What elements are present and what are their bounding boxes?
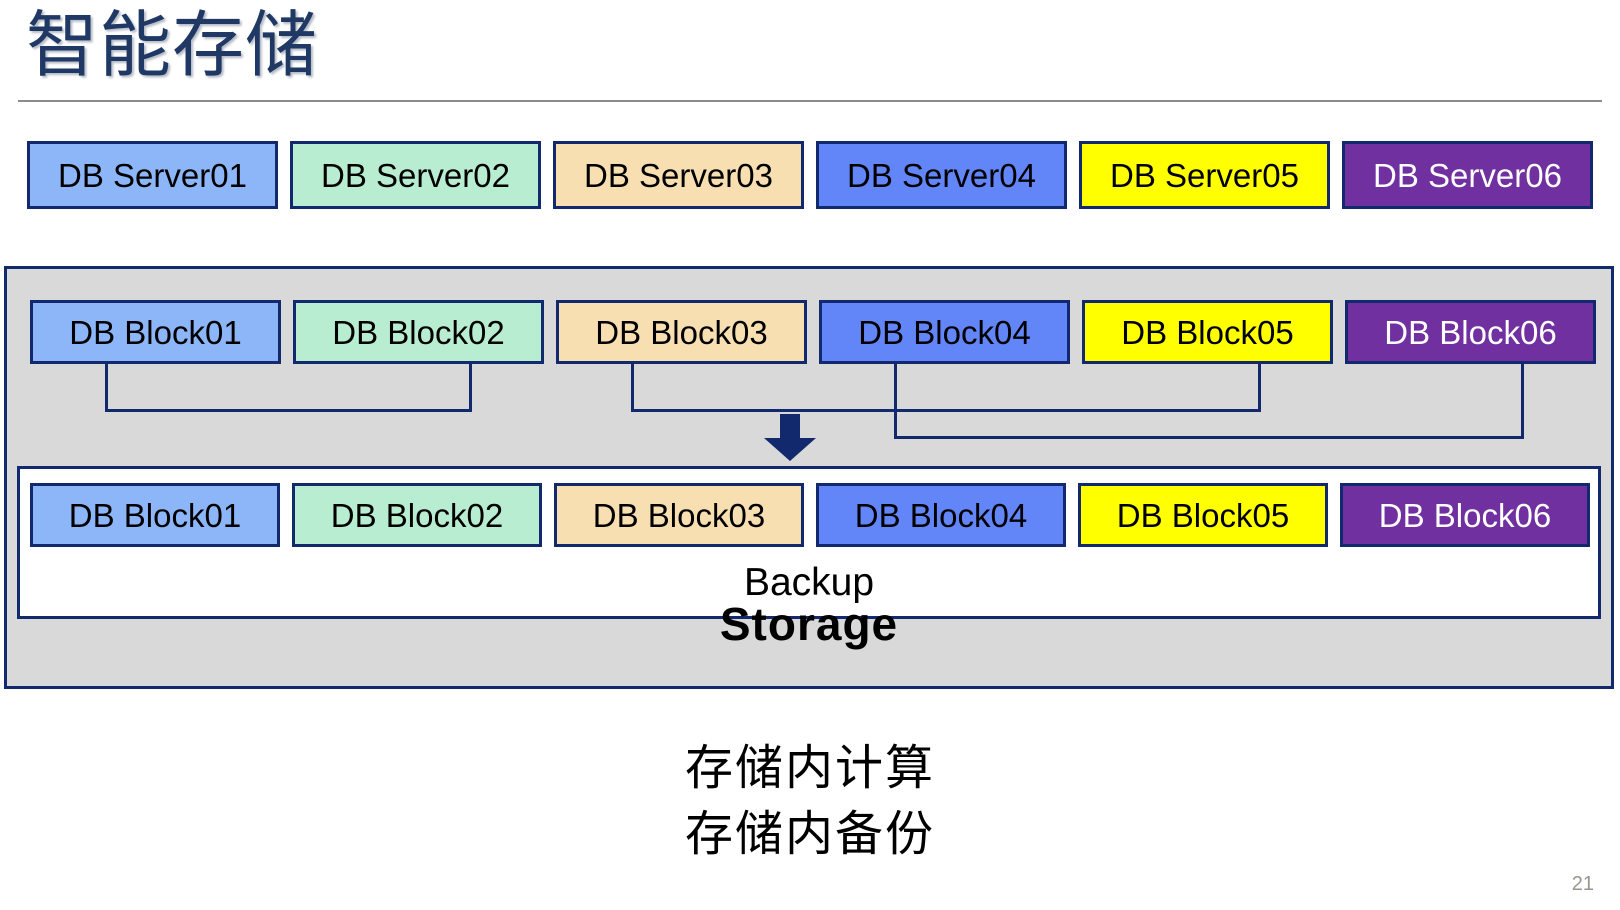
db-block-live-6[interactable]: DB Block06 — [1345, 300, 1596, 364]
connector-block03-block05-stem-left — [631, 364, 634, 409]
db-server-box-4[interactable]: DB Server04 — [816, 141, 1067, 209]
db-server-box-label: DB Server06 — [1373, 156, 1562, 194]
page-title: 智能存储 — [26, 6, 319, 86]
db-block-backup-4[interactable]: DB Block04 — [816, 483, 1066, 547]
db-block-live-label: DB Block04 — [858, 313, 1031, 351]
db-block-backup-label: DB Block04 — [854, 496, 1028, 534]
connector-block01-block02-bar — [105, 409, 472, 412]
db-server-box-label: DB Server03 — [584, 156, 773, 194]
db-server-box-label: DB Server05 — [1110, 156, 1299, 194]
connector-block04-block06-stem-left — [894, 364, 897, 436]
connector-block01-block02-stem-right — [469, 364, 472, 409]
title-divider — [18, 100, 1602, 102]
db-block-backup-5[interactable]: DB Block05 — [1078, 483, 1328, 547]
db-block-live-label: DB Block05 — [1121, 313, 1294, 351]
db-block-backup-label: DB Block01 — [68, 496, 242, 534]
db-server-box-label: DB Server02 — [321, 156, 510, 194]
db-block-live-label: DB Block03 — [595, 313, 768, 351]
db-block-backup-2[interactable]: DB Block02 — [292, 483, 542, 547]
caption-line-2: 存储内备份 — [684, 808, 935, 861]
connector-block03-block05-stem-right — [1258, 364, 1261, 409]
db-block-live-5[interactable]: DB Block05 — [1082, 300, 1333, 364]
db-server-box-1[interactable]: DB Server01 — [27, 141, 278, 209]
db-block-live-1[interactable]: DB Block01 — [30, 300, 281, 364]
db-block-backup-1[interactable]: DB Block01 — [30, 483, 280, 547]
db-server-box-3[interactable]: DB Server03 — [553, 141, 804, 209]
page-number: 21 — [1571, 873, 1594, 895]
db-block-live-4[interactable]: DB Block04 — [819, 300, 1070, 364]
connector-block04-block06-bar — [894, 436, 1524, 439]
caption-line-1: 存储内计算 — [684, 742, 935, 795]
db-block-backup-label: DB Block05 — [1116, 496, 1290, 534]
backup-label: Backup — [743, 561, 875, 604]
connector-block04-block06-stem-right — [1521, 364, 1524, 436]
db-server-box-label: DB Server01 — [58, 156, 247, 194]
db-block-live-3[interactable]: DB Block03 — [556, 300, 807, 364]
storage-label: Storage — [719, 598, 899, 650]
db-block-live-label: DB Block01 — [69, 313, 242, 351]
backup-panel: Backup DB Block01 DB Block02 DB Block03 DB … — [17, 466, 1601, 619]
db-block-backup-label: DB Block02 — [330, 496, 504, 534]
db-server-box-5[interactable]: DB Server05 — [1079, 141, 1330, 209]
down-arrow-icon — [763, 414, 817, 462]
db-block-backup-6[interactable]: DB Block06 — [1340, 483, 1590, 547]
db-server-box-6[interactable]: DB Server06 — [1342, 141, 1593, 209]
db-server-box-label: DB Server04 — [847, 156, 1036, 194]
db-block-live-2[interactable]: DB Block02 — [293, 300, 544, 364]
db-block-live-label: DB Block06 — [1384, 313, 1557, 351]
storage-panel: Backup DB Block01 DB Block02 DB Block03 DB … — [4, 266, 1614, 689]
db-block-live-label: DB Block02 — [332, 313, 505, 351]
db-server-box-2[interactable]: DB Server02 — [290, 141, 541, 209]
db-block-backup-label: DB Block06 — [1378, 496, 1552, 534]
db-block-backup-3[interactable]: DB Block03 — [554, 483, 804, 547]
connector-block03-block05-bar — [631, 409, 1261, 412]
db-block-backup-label: DB Block03 — [592, 496, 766, 534]
connector-block01-block02-stem-left — [105, 364, 108, 409]
